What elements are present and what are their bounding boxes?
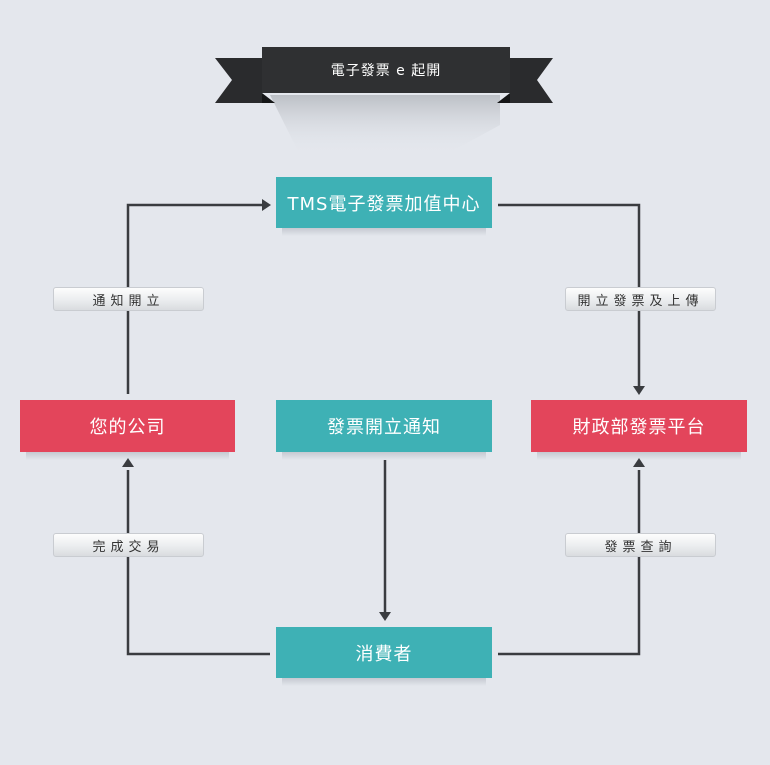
node-your-company: 您的公司: [20, 400, 235, 460]
label-issue-upload: 開立發票及上傳: [565, 287, 716, 311]
ribbon-shadow: [270, 95, 500, 155]
connector-consumer-to-company: [126, 470, 270, 656]
connectors: [126, 203, 641, 656]
node-invoice-notice: 發票開立通知: [276, 400, 492, 460]
ribbon-right-tail: [510, 58, 553, 103]
ribbon-left-fold: [262, 93, 275, 103]
node-tms-center: TMS電子發票加值中心: [276, 177, 492, 236]
arrowhead-into-mof-top: [633, 386, 645, 395]
connector-company-to-tms: [126, 203, 264, 394]
ribbon-body: [262, 47, 510, 93]
arrowhead-into-mof-bottom: [633, 458, 645, 467]
label-complete-transaction: 完成交易: [53, 533, 204, 557]
arrowhead-into-tms: [262, 199, 271, 211]
arrowhead-into-company: [122, 458, 134, 467]
ribbon-left-tail: [215, 58, 262, 103]
label-invoice-query: 發票查詢: [565, 533, 716, 557]
connector-consumer-to-mof: [498, 470, 641, 656]
ribbon-right-fold: [497, 93, 510, 103]
node-consumer: 消費者: [276, 627, 492, 686]
node-mof-platform: 財政部發票平台: [531, 400, 747, 460]
ribbon-banner: [215, 47, 553, 155]
arrowheads: [122, 199, 645, 621]
banner-title: 電子發票 e 起開: [330, 63, 442, 79]
arrowhead-into-consumer: [379, 612, 391, 621]
label-notify-issue: 通知開立: [53, 287, 204, 311]
connector-tms-to-mof: [498, 203, 641, 386]
